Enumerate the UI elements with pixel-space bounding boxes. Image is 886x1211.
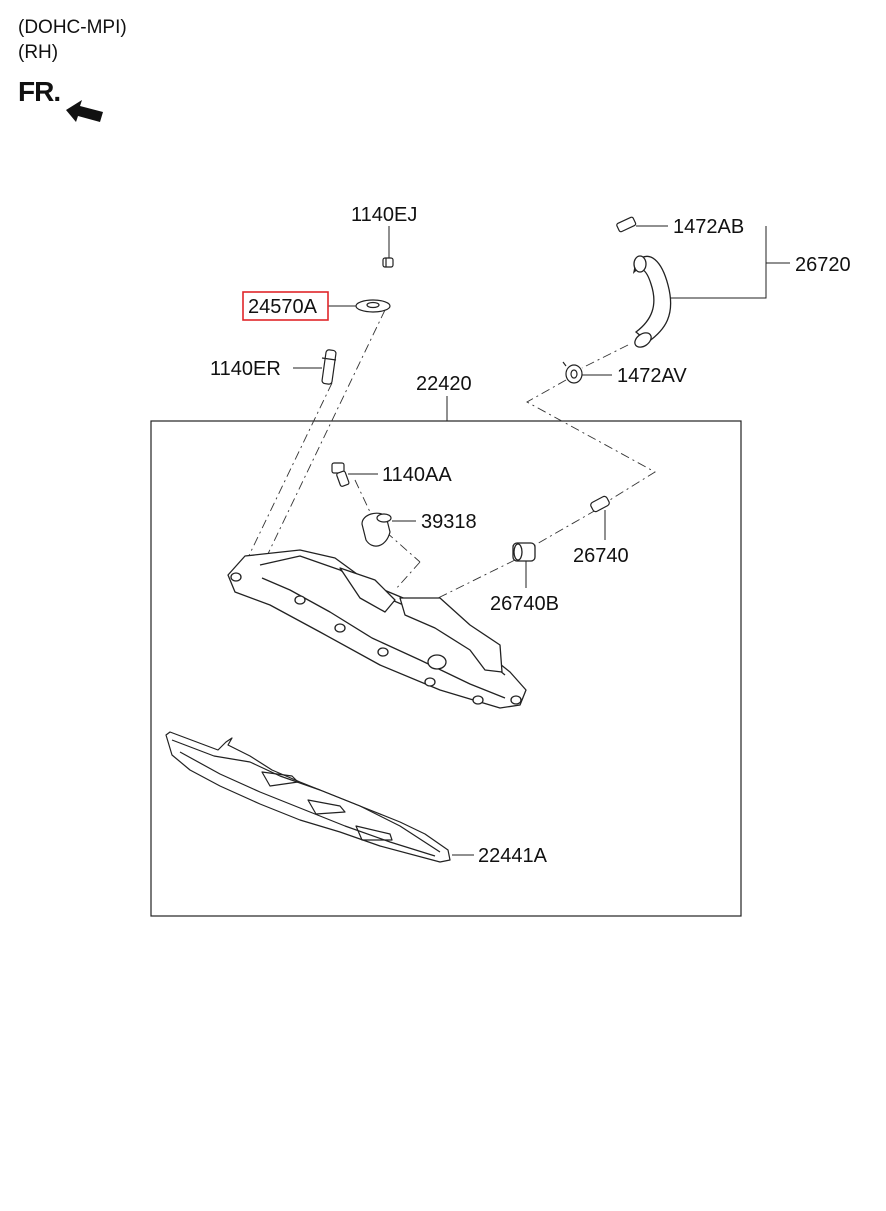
part-label-39318[interactable]: 39318 (421, 511, 477, 533)
part-label-1140AA[interactable]: 1140AA (382, 464, 452, 486)
grommet-26740B-icon (512, 542, 536, 562)
part-label-26740[interactable]: 26740 (573, 545, 629, 567)
bolt-1140ER-icon (321, 349, 337, 385)
bolt-1140EJ-icon (382, 257, 394, 268)
part-label-1472AV[interactable]: 1472AV (617, 365, 687, 387)
part-label-1140ER[interactable]: 1140ER (210, 358, 281, 380)
gasket-22441A-icon (165, 731, 451, 863)
connector-26740-icon (590, 495, 610, 513)
front-direction-label: FR. (18, 76, 61, 107)
bolt-1140AA-icon (331, 462, 350, 487)
part-label-24570A[interactable]: 24570A (248, 296, 318, 318)
front-arrow-icon (66, 100, 103, 122)
assembly-frame (150, 420, 742, 917)
side-label: (RH) (18, 42, 59, 63)
engine-variant-label: (DOHC-MPI) (18, 17, 127, 38)
part-label-22441A[interactable]: 22441A (478, 845, 548, 867)
rocker-cover-22420-icon (227, 549, 527, 709)
part-label-26740B[interactable]: 26740B (490, 593, 559, 615)
part-label-1472AB[interactable]: 1472AB (673, 216, 744, 238)
part-label-26720[interactable]: 26720 (795, 254, 851, 276)
sensor-39318-icon (361, 512, 392, 547)
clip-1472AB-icon (616, 216, 637, 233)
part-label-1140EJ[interactable]: 1140EJ (351, 204, 417, 226)
washer-24570A-icon (355, 299, 391, 313)
hose-26720-icon (632, 255, 672, 348)
part-label-22420[interactable]: 22420 (416, 373, 472, 395)
clamp-1472AV-icon (562, 361, 583, 384)
highlight-box-24570A (242, 291, 329, 321)
